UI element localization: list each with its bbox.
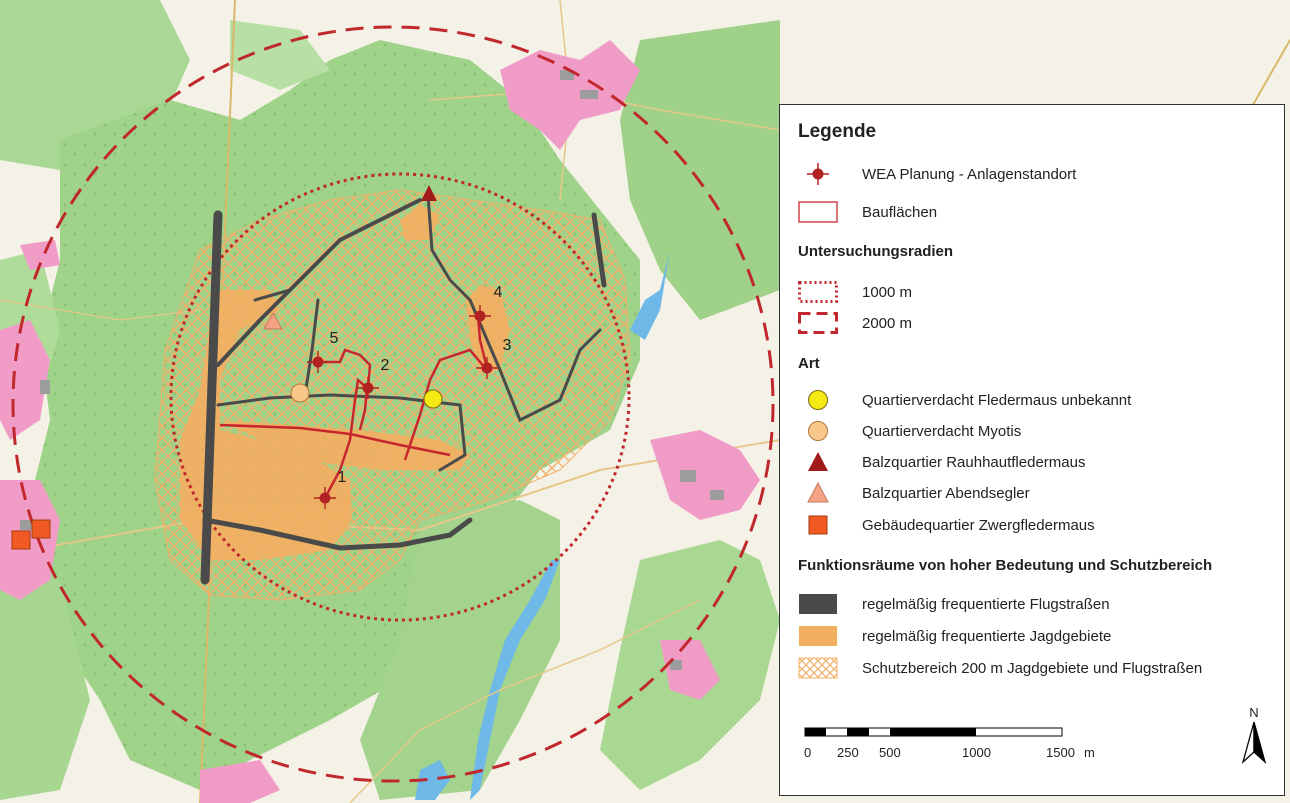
turbine-number-label: 4 (494, 284, 503, 301)
legend-label: regelmäßig frequentierte Jagdgebiete (862, 627, 1112, 645)
scale-tick: 1000 (962, 745, 991, 760)
scale-bar-graphic (804, 727, 1063, 737)
legend-label: WEA Planung - Anlagenstandort (862, 165, 1077, 183)
roost-abendsegler-marker (263, 311, 283, 330)
legend-item-abendsegler: Balzquartier Abendsegler (798, 480, 1030, 506)
turbine-icon (798, 162, 838, 186)
roost-zwerg-marker-1 (11, 530, 31, 550)
buildings (20, 70, 724, 670)
scale-tick: 0 (804, 745, 812, 760)
legend-label: 2000 m (862, 314, 913, 332)
turbine-marker-1 (314, 487, 336, 509)
legend-panel: Legende WEA Planung - Anlagenstandort Ba… (779, 104, 1285, 796)
north-arrow: N (1240, 705, 1268, 767)
legend-section-title: Funktionsräume von hoher Bedeutung und S… (798, 557, 1213, 574)
pink-triangle-icon (798, 481, 838, 505)
turbine-number-label: 3 (503, 337, 512, 354)
turbine-marker-4 (469, 305, 491, 327)
turbine-number-label: 5 (330, 330, 339, 347)
hatched-rect-icon (798, 656, 838, 680)
roost-markers (11, 185, 443, 550)
dashed-rect-icon (798, 311, 838, 335)
legend-section-title: Art (798, 355, 820, 372)
turbines (307, 305, 498, 509)
dotted-rect-icon (798, 280, 838, 304)
dark-red-triangle-icon (798, 450, 838, 474)
legend-label: 1000 m (862, 283, 913, 301)
legend-item-2000m: 2000 m (798, 310, 912, 336)
north-label: N (1249, 705, 1259, 720)
legend-item-zwerg: Gebäudequartier Zwergfledermaus (798, 512, 1095, 538)
scale-tick: 1500 (1046, 745, 1075, 760)
roost-myotis-marker (290, 383, 310, 403)
turbine-marker-5 (307, 351, 329, 373)
turbine-marker-2 (357, 377, 379, 399)
scale-tick: 500 (879, 745, 901, 760)
orange-rect-icon (798, 624, 838, 648)
legend-section-title: Untersuchungsradien (798, 243, 954, 260)
scale-tick: 250 (837, 745, 859, 760)
legend-label: Quartierverdacht Fledermaus unbekannt (862, 391, 1132, 409)
legend-item-hunting-areas: regelmäßig frequentierte Jagdgebiete (798, 623, 1111, 649)
radius-1000m (169, 172, 631, 622)
scale-unit: m (1084, 745, 1095, 760)
settlements (0, 40, 760, 803)
roost-zwerg-marker-2 (31, 519, 51, 539)
radius-2000m (11, 25, 775, 783)
legend-item-bauflaechen: Bauflächen (798, 199, 937, 225)
construction-areas (219, 315, 489, 499)
peach-circle-icon (798, 419, 838, 443)
legend-label: regelmäßig frequentierte Flugstraßen (862, 595, 1110, 613)
orange-square-icon (798, 513, 838, 537)
legend-label: Gebäudequartier Zwergfledermaus (862, 516, 1095, 534)
legend-item-rauhhaut: Balzquartier Rauhhautfledermaus (798, 449, 1085, 475)
turbine-number-label: 1 (338, 469, 347, 486)
legend-label: Bauflächen (862, 203, 938, 221)
red-outline-rect-icon (798, 200, 838, 224)
turbine-number-label: 2 (381, 357, 390, 374)
turbine-labels: 1 2 3 4 5 (330, 284, 512, 486)
legend-title: Legende (798, 121, 877, 142)
north-arrow-icon (1241, 721, 1267, 764)
legend-item-myotis: Quartierverdacht Myotis (798, 418, 1021, 444)
legend-label: Quartierverdacht Myotis (862, 422, 1022, 440)
legend-item-1000m: 1000 m (798, 279, 912, 305)
legend-label: Schutzbereich 200 m Jagdgebiete und Flug… (862, 659, 1203, 677)
legend-label: Balzquartier Abendsegler (862, 484, 1030, 502)
yellow-circle-icon (798, 388, 838, 412)
legend-item-unknown: Quartierverdacht Fledermaus unbekannt (798, 387, 1131, 413)
legend-item-flight-paths: regelmäßig frequentierte Flugstraßen (798, 591, 1110, 617)
roost-unknown-marker (423, 389, 443, 409)
turbine-marker-3 (476, 357, 498, 379)
legend-item-protection: Schutzbereich 200 m Jagdgebiete und Flug… (798, 655, 1202, 681)
scale-bar: 0 250 500 1000 1500 m (804, 725, 1095, 765)
dark-gray-rect-icon (798, 592, 838, 616)
roost-rauhhaut-marker (421, 185, 437, 201)
legend-item-turbine: WEA Planung - Anlagenstandort (798, 161, 1076, 187)
protection-zone (154, 189, 631, 601)
legend-label: Balzquartier Rauhhautfledermaus (862, 453, 1086, 471)
flight-paths (200, 193, 607, 585)
